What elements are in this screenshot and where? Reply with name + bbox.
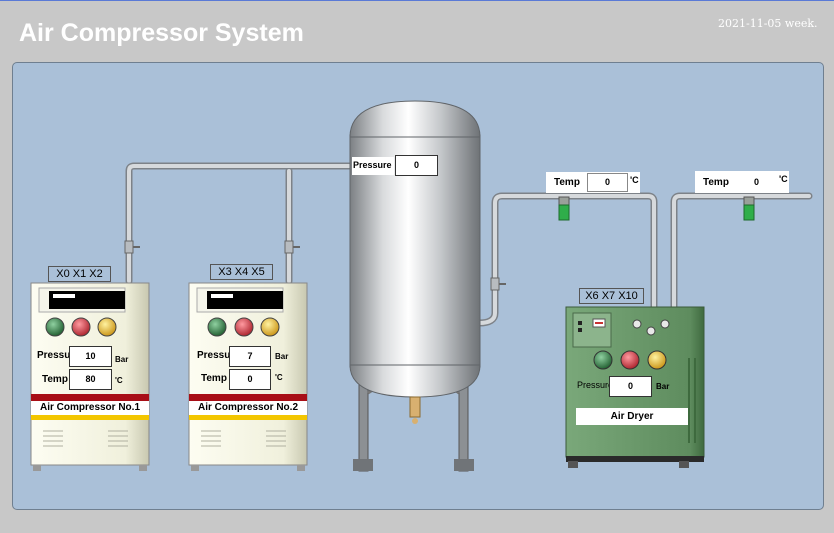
compressor-1-pressure-value: 10	[69, 346, 112, 367]
datetime-display: 2021-11-05 week.	[718, 17, 818, 30]
pipe-network	[125, 162, 813, 327]
dryer-id-tag: X6 X7 X10	[579, 288, 644, 304]
tank-pressure-label-box	[352, 157, 394, 175]
valve-icon	[124, 240, 506, 291]
compressor-1-temp-label: Temp	[42, 374, 68, 385]
temp-sensor-2-value: 0	[754, 177, 760, 187]
tank-pressure-value: 0	[395, 155, 438, 176]
compressor-2-temp-value: 0	[229, 369, 271, 390]
system-diagram	[30, 100, 813, 472]
temp-sensor-2-unit: 'C	[779, 174, 788, 184]
compressor-1-id-tag: X0 X1 X2	[48, 266, 111, 282]
compressor-2-id-tag: X3 X4 X5	[210, 264, 273, 280]
temp-sensor-2-readout	[695, 171, 789, 193]
dryer-name: Air Dryer	[576, 408, 688, 425]
compressor-1-temp-value: 80	[69, 369, 112, 390]
compressor-1-temp-unit: 'C	[115, 376, 123, 385]
tank-pressure-label: Pressure	[353, 160, 392, 170]
temp-sensor-1-value: 0	[587, 173, 628, 192]
compressor-2-temp-label: Temp	[201, 373, 227, 384]
temp-sensor-1-unit: 'C	[630, 175, 639, 185]
system-diagram-panel: Pressure 0 Temp 0 'C Temp 0 'C X0 X1 X2 …	[12, 62, 824, 510]
dryer-pressure-value: 0	[609, 376, 652, 397]
temp-sensor-1-label: Temp	[554, 177, 580, 188]
compressor-2-pressure-value: 7	[229, 346, 271, 367]
page-title: Air Compressor System	[19, 19, 304, 47]
compressor-2-temp-unit: 'C	[275, 373, 283, 382]
temp-sensor-2-label: Temp	[703, 177, 729, 188]
compressor-1-name: Air Compressor No.1	[31, 401, 149, 415]
compressor-2-name: Air Compressor No.2	[189, 401, 307, 415]
temp-sensor-icon	[558, 196, 755, 221]
compressor-2-pressure-label: Pressu	[197, 350, 231, 361]
compressor-2-pressure-unit: Bar	[275, 352, 289, 361]
compressor-1-pressure-label: Pressu	[37, 350, 71, 361]
compressor-1-pressure-unit: Bar	[115, 355, 129, 364]
dryer-pressure-label: Pressure	[577, 380, 614, 390]
dryer-pressure-unit: Bar	[656, 382, 670, 391]
